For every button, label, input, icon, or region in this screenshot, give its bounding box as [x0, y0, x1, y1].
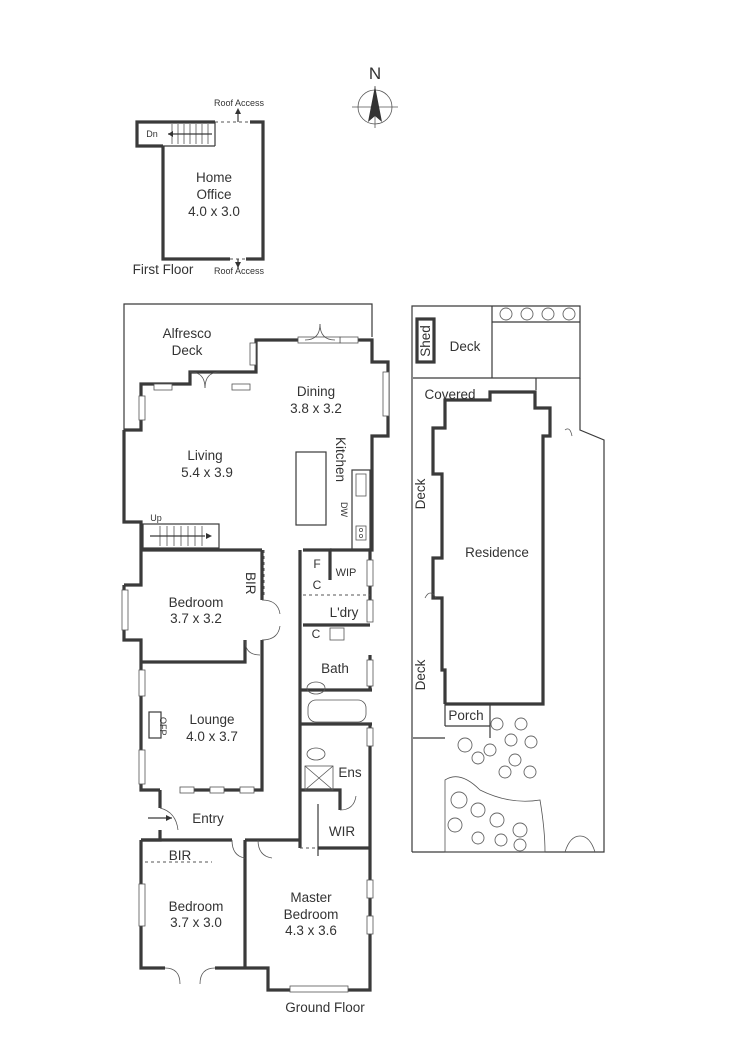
roof-access-bottom-label: Roof Access	[214, 266, 265, 276]
roof-access-arrow-icon	[235, 108, 241, 114]
residence-label: Residence	[465, 545, 529, 560]
windows	[121, 336, 390, 993]
fridge-label: F	[313, 557, 320, 571]
compass-label: N	[369, 64, 381, 83]
bedroom-2-dims: 3.7 x 3.0	[170, 915, 222, 930]
bathtub-icon	[307, 699, 367, 723]
first-floor-plan: Dn Roof Access Roof Access Home Office 4…	[133, 98, 265, 277]
roof-access-arrow-icon	[235, 262, 241, 268]
bir-bottom-label: BIR	[169, 848, 192, 863]
laundry-trough-icon	[329, 627, 345, 641]
kitchen-sink-icon	[355, 473, 367, 497]
shower-icon	[304, 765, 334, 791]
laundry-label: L'dry	[330, 605, 359, 620]
shed-outline	[415, 317, 436, 364]
master-name-2: Bedroom	[284, 907, 339, 922]
wip-label: WIP	[336, 567, 357, 579]
deck-top-label: Deck	[450, 339, 481, 354]
entry-label: Entry	[192, 811, 224, 826]
living-dims: 5.4 x 3.9	[181, 465, 233, 480]
cupboard-bottom-label: C	[312, 627, 321, 641]
master-name-1: Master	[290, 890, 332, 905]
covered-label: Covered	[424, 387, 475, 402]
master-dims: 4.3 x 3.6	[285, 923, 337, 938]
site-plan: Shed Deck Covered Residence Porch Deck D…	[411, 305, 605, 853]
ensuite-label: Ens	[338, 765, 362, 780]
first-floor-label: First Floor	[133, 262, 194, 277]
bedroom-1-dims: 3.7 x 3.2	[170, 611, 222, 626]
lounge-dims: 4.0 x 3.7	[186, 729, 238, 744]
home-office-name-2: Office	[196, 187, 231, 202]
garden-trees-top	[499, 307, 576, 321]
kitchen-label: Kitchen	[333, 437, 348, 482]
garden-trees-front	[447, 717, 538, 852]
dining-name: Dining	[297, 384, 335, 399]
porch-label: Porch	[448, 708, 483, 723]
door-swings	[159, 323, 357, 985]
bath-label: Bath	[321, 661, 349, 676]
ground-floor-plan: Alfresco Deck Dining 3.8 x 3.2 Living 5.…	[121, 303, 390, 1015]
stair-up-arrow-icon	[206, 533, 212, 539]
ground-floor-label: Ground Floor	[285, 1000, 365, 1015]
alfresco-name-1: Alfresco	[163, 326, 212, 341]
alfresco-name-2: Deck	[172, 343, 203, 358]
stair-up-label: Up	[150, 513, 162, 523]
kitchen-bench	[351, 469, 371, 551]
shed-label: Shed	[418, 325, 433, 357]
deck-left-lower-label: Deck	[413, 659, 428, 690]
toilet-icon	[306, 747, 326, 761]
wir-label: WIR	[329, 824, 355, 839]
dining-dims: 3.8 x 3.2	[290, 401, 342, 416]
bedroom-2-name: Bedroom	[169, 899, 224, 914]
roof-access-top-label: Roof Access	[214, 98, 265, 108]
kitchen-island	[295, 451, 327, 526]
bir-top-label: BIR	[243, 572, 258, 595]
stair-down-label: Dn	[146, 129, 158, 139]
deck-left-upper-label: Deck	[413, 478, 428, 509]
lounge-name: Lounge	[189, 712, 234, 727]
entry-arrow-icon	[166, 815, 172, 821]
bedroom-1-name: Bedroom	[169, 595, 224, 610]
toilet-icon	[306, 681, 326, 695]
fireplace-icon	[148, 711, 162, 739]
home-office-name-1: Home	[196, 170, 232, 185]
cupboard-top-label: C	[313, 578, 322, 592]
north-arrow-icon	[368, 86, 382, 122]
ofp-label: OFP	[158, 717, 168, 736]
dishwasher-label: DW	[339, 502, 349, 517]
cooktop-icon	[355, 525, 367, 541]
living-name: Living	[187, 448, 222, 463]
home-office-dims: 4.0 x 3.0	[188, 204, 240, 219]
compass: N	[352, 64, 398, 128]
